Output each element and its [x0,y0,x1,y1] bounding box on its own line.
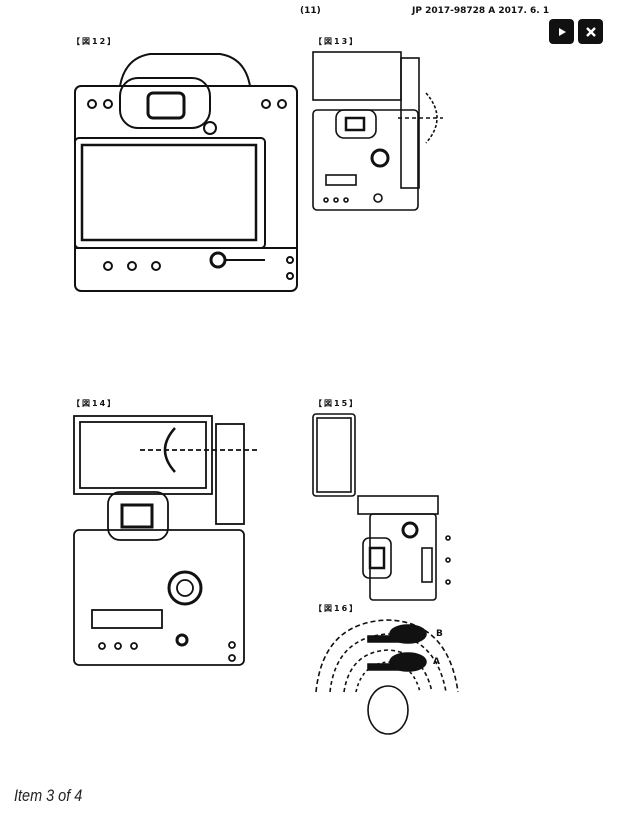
figure-15-camera-drawing [312,413,451,601]
figure-16-range-diagram: B A [315,619,459,735]
item-counter: Item 3 of 4 [14,786,83,805]
figure-12-label: 【図12】 [72,37,118,46]
page-number: (11) [300,6,321,16]
figure-13-label: 【図13】 [314,37,360,46]
figure-14-camera-drawing [73,415,260,666]
figure-13-camera-drawing [312,51,443,211]
close-button[interactable] [578,19,603,44]
label-b: B [436,629,443,639]
close-icon [585,26,596,37]
play-button[interactable] [549,19,574,44]
figure-12-camera-drawing [74,53,298,292]
figure-16-label: 【図16】 [314,604,360,613]
figure-14-label: 【図14】 [72,399,118,408]
play-icon [558,27,566,36]
figure-15-label: 【図15】 [314,399,360,408]
publication-number: JP 2017-98728 A 2017. 6. 1 [412,6,550,16]
label-a: A [433,657,440,667]
